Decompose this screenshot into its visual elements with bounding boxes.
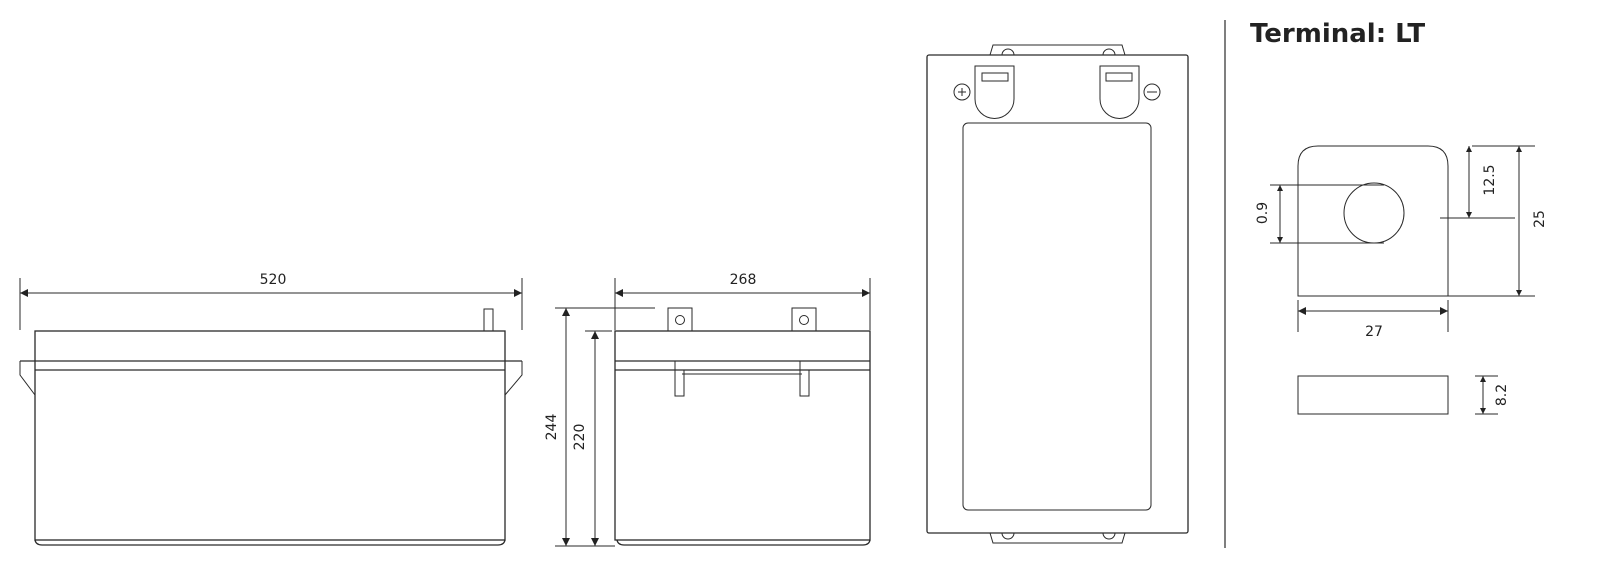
hole-label: 0.9: [1255, 202, 1271, 224]
plus-icon: [953, 83, 971, 101]
top-view: [926, 44, 1189, 544]
case-height-label: 220: [572, 424, 588, 451]
terminal-height-label: 25: [1532, 210, 1548, 228]
terminal-tab: [667, 307, 693, 332]
front-view: 520: [19, 272, 523, 546]
terminal-post: [483, 308, 494, 332]
terminal-thickness-label: 8.2: [1494, 384, 1510, 406]
hole-center-label: 12.5: [1482, 164, 1498, 195]
negative-terminal: [1099, 65, 1140, 119]
terminal-side: [1297, 375, 1449, 415]
side-view: 268 244 220: [544, 272, 871, 547]
terminal-detail: 0.9 12.5 25 27 8.2: [1255, 145, 1548, 415]
minus-icon: [1143, 83, 1161, 101]
positive-terminal: [974, 65, 1015, 119]
total-height-label: 244: [544, 414, 560, 441]
terminal-title: Terminal: LT: [1250, 19, 1425, 49]
side-width-label: 268: [730, 272, 757, 288]
front-width-label: 520: [260, 272, 287, 288]
terminal-tab: [791, 307, 817, 332]
terminal-width-label: 27: [1365, 324, 1383, 340]
